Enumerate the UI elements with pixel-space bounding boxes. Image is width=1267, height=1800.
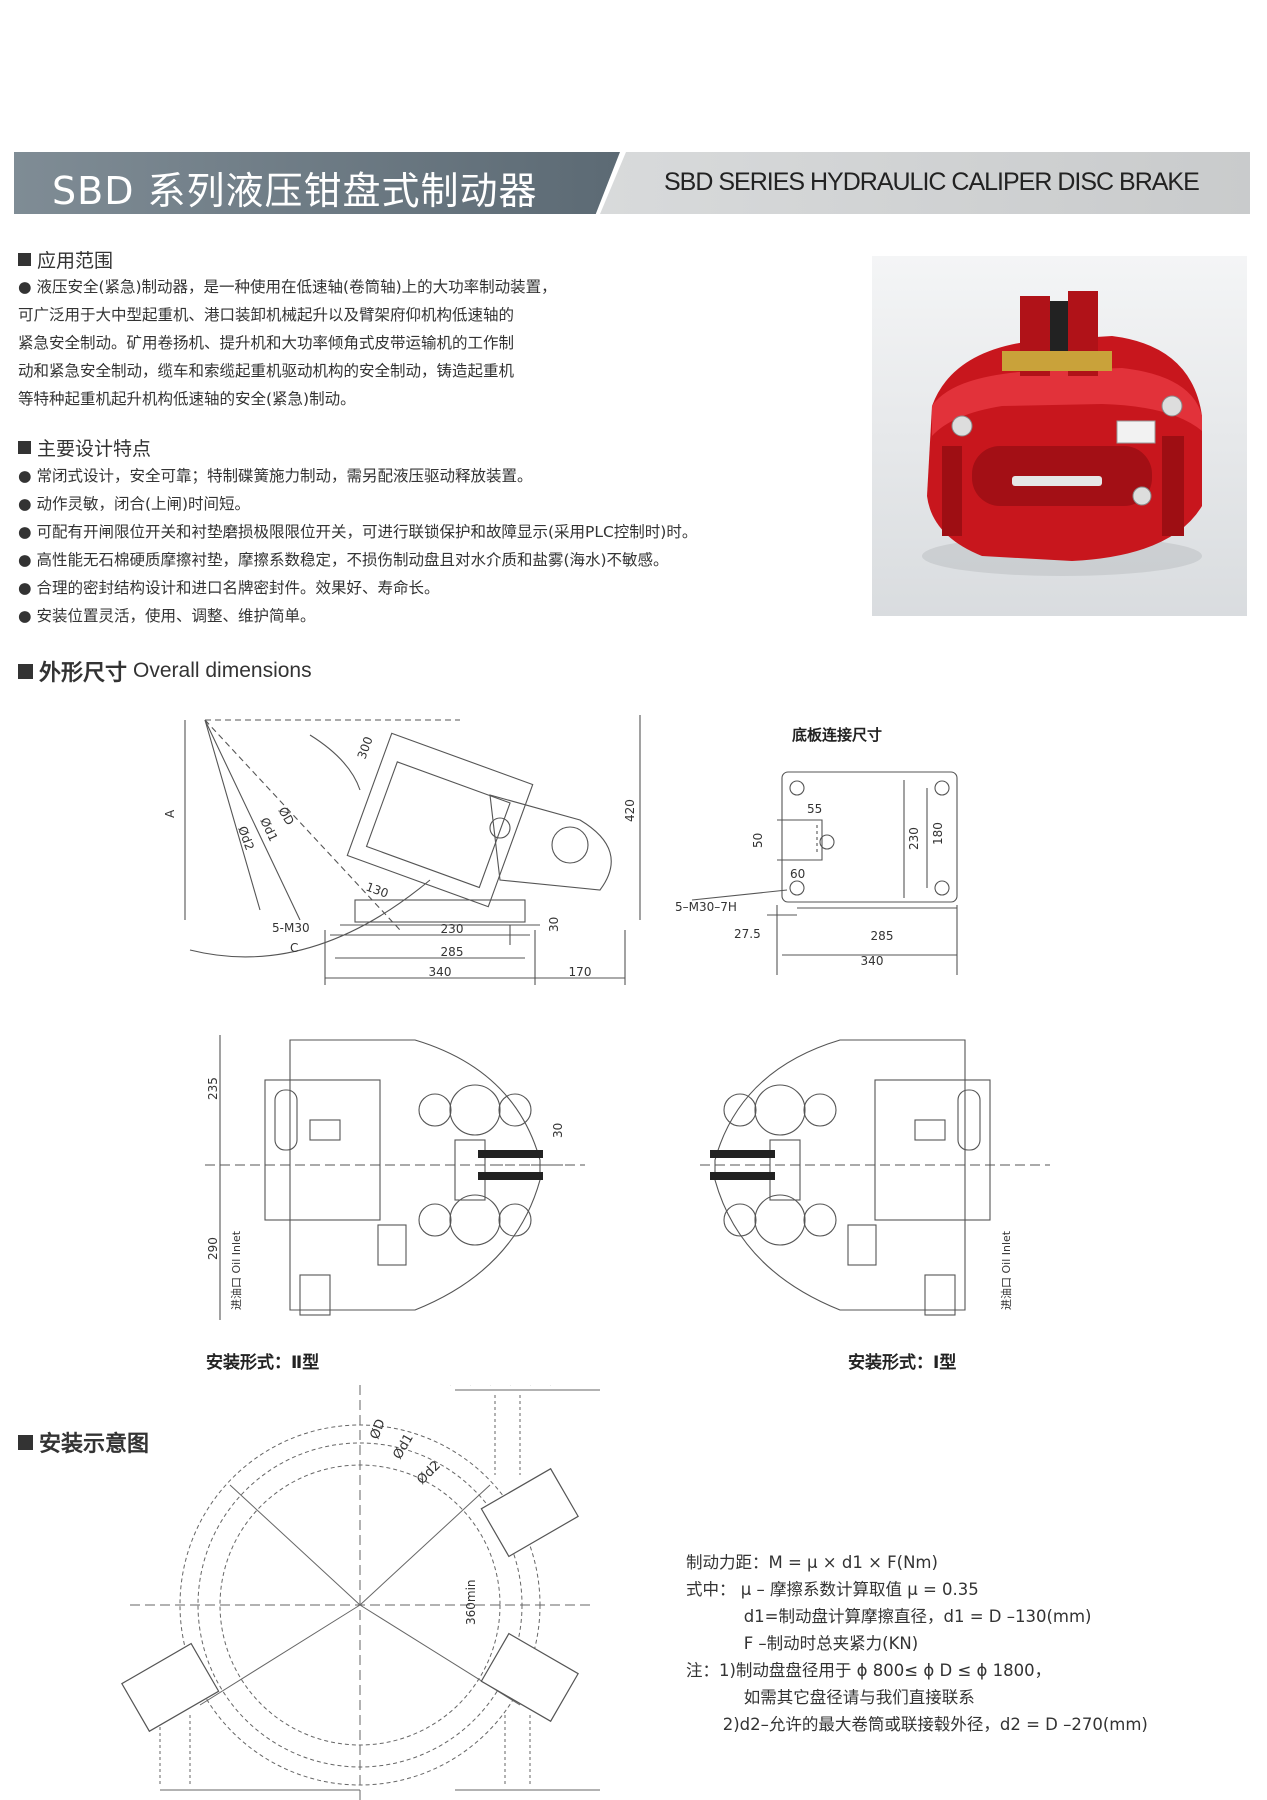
dim-5-m30: 5-M30 — [272, 921, 310, 935]
formula-line: 式中： μ – 摩擦系数计算取值 μ = 0.35 — [686, 1580, 979, 1599]
dim-340: 340 — [861, 954, 884, 968]
page-title-en: SBD SERIES HYDRAULIC CALIPER DISC BRAKE — [664, 168, 1200, 196]
dim-label-D: ØD — [275, 805, 296, 828]
feature-item: ● 合理的密封结构设计和进口名牌密封件。效果好、寿命长。 — [18, 579, 440, 597]
installation-diagram: ØD Ød1 Ød2 360min — [121, 1385, 600, 1800]
dim-420: 420 — [623, 799, 637, 822]
dim-340: 340 — [429, 965, 452, 979]
side-view-drawing: A C ØD Ød1 Ød2 300 420 130 5-M30 230 285… — [163, 715, 641, 985]
application-heading-text: 应用范围 — [37, 250, 114, 272]
features-list: ● 常闭式设计，安全可靠；特制碟簧施力制动，需另配液压驱动释放装置。 ● 动作灵… — [18, 462, 697, 630]
formula-block: 制动力距：M = μ × d1 × F(Nm) 式中： μ – 摩擦系数计算取值… — [686, 1549, 1148, 1738]
application-line: ● 液压安全(紧急)制动器，是一种使用在低速轴(卷筒轴)上的大功率制动装置， — [18, 278, 557, 296]
feature-item: ● 可配有开闸限位开关和衬垫磨损极限限位开关，可进行联锁保护和故障显示(采用PL… — [18, 523, 698, 541]
dim-285: 285 — [871, 929, 894, 943]
base-plate-drawing: 底板连接尺寸 55 50 60 230 180 5–M30–7H 27.5 28… — [675, 726, 958, 975]
formula-line: 如需其它盘径请与我们直接联系 — [686, 1688, 975, 1707]
dimensions-heading-cn: 外形尺寸 — [39, 661, 128, 686]
oil-inlet-label: 进油口 Oil Inlet — [999, 1230, 1013, 1310]
dim-5-m30-7h: 5–M30–7H — [675, 900, 737, 914]
formula-line: d1=制动盘计算摩擦直径，d1 = D –130(mm) — [686, 1607, 1092, 1626]
dim-50: 50 — [751, 833, 765, 848]
oil-inlet-label: 进油口 Oil Inlet — [229, 1230, 243, 1310]
dim-label-d2: Ød2 — [235, 824, 257, 852]
dim-30: 30 — [547, 917, 561, 932]
dim-180: 180 — [931, 822, 945, 845]
application-line: 紧急安全制动。矿用卷扬机、提升机和大功率倾角式皮带运输机的工作制 — [18, 334, 515, 352]
section-square-icon — [18, 1434, 33, 1450]
dim-label-C: C — [290, 941, 298, 955]
dimensions-heading-en: Overall dimensions — [133, 659, 312, 682]
dim-130: 130 — [364, 880, 390, 901]
features-heading: 主要设计特点 — [18, 434, 151, 461]
formula-line: 注：1)制动盘盘径用于 ϕ 800≤ ϕ D ≤ ϕ 1800， — [686, 1661, 1052, 1680]
section-square-icon — [18, 253, 31, 266]
application-line: 动和紧急安全制动，缆车和索缆起重机驱动机构的安全制动，铸造起重机 — [18, 362, 515, 380]
application-text: ● 液压安全(紧急)制动器，是一种使用在低速轴(卷筒轴)上的大功率制动装置， 可… — [18, 273, 557, 413]
installation-heading: 安装示意图 — [18, 1426, 149, 1458]
feature-item: ● 安装位置灵活，使用、调整、维护简单。 — [18, 607, 316, 625]
installation-heading-text: 安装示意图 — [39, 1432, 150, 1457]
dim-235: 235 — [206, 1077, 220, 1100]
type1-drawing: 进油口 Oil Inlet — [700, 1039, 1050, 1316]
install-label-d2: Ød2 — [414, 1458, 444, 1488]
dim-30: 30 — [551, 1123, 565, 1138]
feature-item: ● 高性能无石棉硬质摩擦衬垫，摩擦系数稳定，不损伤制动盘且对水介质和盐雾(海水)… — [18, 551, 669, 569]
dim-label-A: A — [163, 809, 177, 818]
dim-170: 170 — [569, 965, 592, 979]
application-line: 可广泛用于大中型起重机、港口装卸机械起升以及臂架府仰机构低速轴的 — [18, 306, 515, 324]
application-line: 等特种起重机起升机构低速轴的安全(紧急)制动。 — [18, 390, 356, 408]
feature-item: ● 动作灵敏，闭合(上闸)时间短。 — [18, 495, 251, 513]
features-heading-text: 主要设计特点 — [37, 438, 152, 460]
formula-line: 制动力距：M = μ × d1 × F(Nm) — [686, 1553, 938, 1572]
brake-illustration — [922, 291, 1202, 576]
dim-230: 230 — [907, 827, 921, 850]
base-plate-title: 底板连接尺寸 — [792, 726, 882, 744]
dim-360min: 360min — [464, 1579, 478, 1625]
install-label-d1: Ød1 — [390, 1431, 416, 1462]
dim-27-5: 27.5 — [734, 927, 761, 941]
dim-55: 55 — [807, 802, 822, 816]
title-banner-right — [600, 152, 1250, 214]
title-banner-left — [14, 152, 620, 214]
formula-line: 2)d2–允许的最大卷筒或联接毂外径，d2 = D –270(mm) — [686, 1715, 1148, 1734]
dim-285: 285 — [441, 945, 464, 959]
dimensions-heading: 外形尺寸 Overall dimensions — [18, 655, 312, 687]
type1-caption: 安装形式：Ⅰ型 — [848, 1353, 957, 1373]
application-heading: 应用范围 — [18, 246, 113, 273]
page-title-cn: SBD 系列液压钳盘式制动器 — [52, 169, 538, 213]
product-photo — [872, 256, 1247, 616]
dim-label-d1: Ød1 — [257, 815, 280, 843]
formula-line: F –制动时总夹紧力(KN) — [686, 1634, 919, 1653]
type2-caption: 安装形式：Ⅱ型 — [206, 1353, 320, 1373]
install-label-D: ØD — [368, 1417, 389, 1441]
dim-300: 300 — [355, 735, 376, 761]
dim-230: 230 — [441, 922, 464, 936]
type2-drawing: 235 290 30 进油口 Oil Inlet — [205, 1035, 585, 1320]
section-square-icon — [18, 663, 33, 679]
section-square-icon — [18, 441, 31, 454]
dim-290: 290 — [206, 1237, 220, 1260]
dim-60: 60 — [790, 867, 805, 881]
feature-item: ● 常闭式设计，安全可靠；特制碟簧施力制动，需另配液压驱动释放装置。 — [18, 467, 533, 485]
